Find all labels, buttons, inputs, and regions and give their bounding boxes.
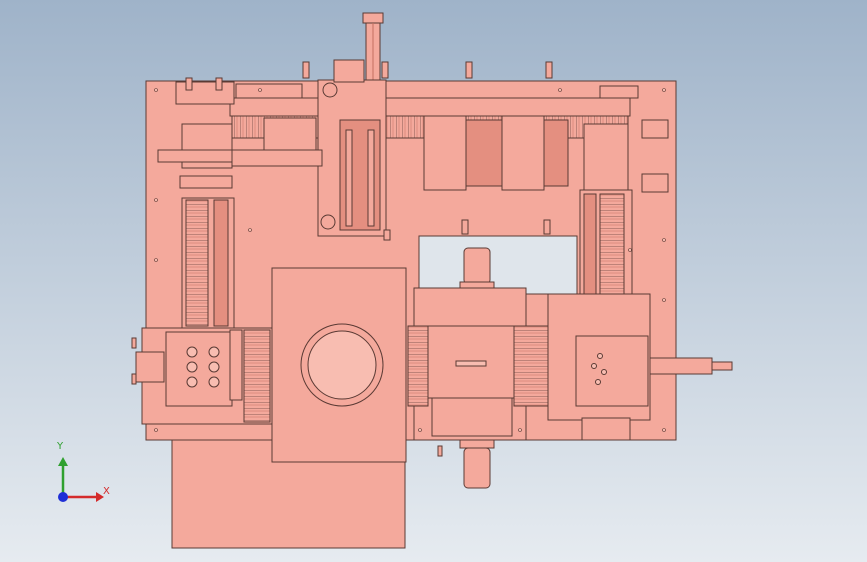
station-block-5[interactable] bbox=[583, 123, 629, 197]
right-output-bracket[interactable] bbox=[581, 417, 631, 441]
center-slide-wheel-bottom[interactable] bbox=[320, 214, 336, 230]
right-output-rod[interactable] bbox=[711, 361, 733, 371]
plate-screw-holes bbox=[154, 88, 666, 432]
top-motor-flange[interactable] bbox=[459, 281, 495, 289]
left-cylinder-block[interactable] bbox=[135, 351, 165, 383]
top-right-mount[interactable] bbox=[599, 85, 639, 99]
right-output-plate[interactable] bbox=[575, 335, 649, 407]
left-clamp-bar[interactable] bbox=[229, 329, 243, 401]
center-slide-rail-left bbox=[345, 129, 353, 227]
top-mid-mount[interactable] bbox=[235, 83, 303, 99]
station-block-4[interactable] bbox=[501, 115, 545, 191]
top-left-mount[interactable] bbox=[175, 81, 235, 105]
triad-x-arrow bbox=[96, 492, 104, 502]
cover-ring-inner bbox=[307, 330, 377, 400]
right-clamp-top[interactable] bbox=[641, 119, 669, 139]
left-pusher-bar[interactable] bbox=[179, 175, 233, 189]
station-wedge-2 bbox=[543, 119, 569, 187]
right-clamp-bottom[interactable] bbox=[641, 173, 669, 193]
left-vertical-rail bbox=[213, 199, 229, 327]
plate-cutout bbox=[418, 235, 578, 295]
center-press-rollers-left bbox=[407, 325, 429, 407]
coordinate-triad[interactable] bbox=[58, 457, 104, 502]
machine-assembly-model[interactable] bbox=[131, 12, 733, 549]
center-slide-rail-right bbox=[367, 129, 375, 227]
triad-y-label: Y bbox=[57, 441, 64, 452]
top-center-mount[interactable] bbox=[333, 59, 365, 83]
triad-x-label: X bbox=[103, 486, 110, 497]
top-motor-cylinder[interactable] bbox=[463, 247, 491, 285]
left-clamp-bolts bbox=[186, 346, 220, 388]
center-slide-wheel-top[interactable] bbox=[322, 82, 338, 98]
bottom-motor-cylinder[interactable] bbox=[463, 447, 491, 489]
mounting-studs bbox=[131, 61, 553, 457]
bottom-motor-flange[interactable] bbox=[459, 439, 495, 449]
left-side-rail[interactable] bbox=[231, 149, 323, 167]
triad-y-arrow bbox=[58, 457, 68, 466]
top-transfer-rail[interactable] bbox=[229, 97, 631, 117]
left-clamp-rollers bbox=[243, 329, 271, 423]
left-clamp-plate[interactable] bbox=[165, 331, 233, 407]
right-output-holes bbox=[591, 353, 607, 385]
center-press-slot bbox=[455, 360, 487, 367]
station-wedge-1 bbox=[465, 119, 503, 187]
right-vertical-rollers bbox=[599, 193, 625, 313]
center-press-rollers-right bbox=[513, 325, 551, 407]
triad-z-axis bbox=[58, 492, 68, 502]
right-output-cylinder[interactable] bbox=[649, 357, 713, 375]
top-vertical-cylinder[interactable] bbox=[362, 12, 384, 24]
center-press-lower-block[interactable] bbox=[431, 397, 513, 437]
left-pusher-arm[interactable] bbox=[157, 149, 235, 163]
station-block-3[interactable] bbox=[423, 115, 467, 191]
left-vertical-rollers bbox=[185, 199, 209, 327]
